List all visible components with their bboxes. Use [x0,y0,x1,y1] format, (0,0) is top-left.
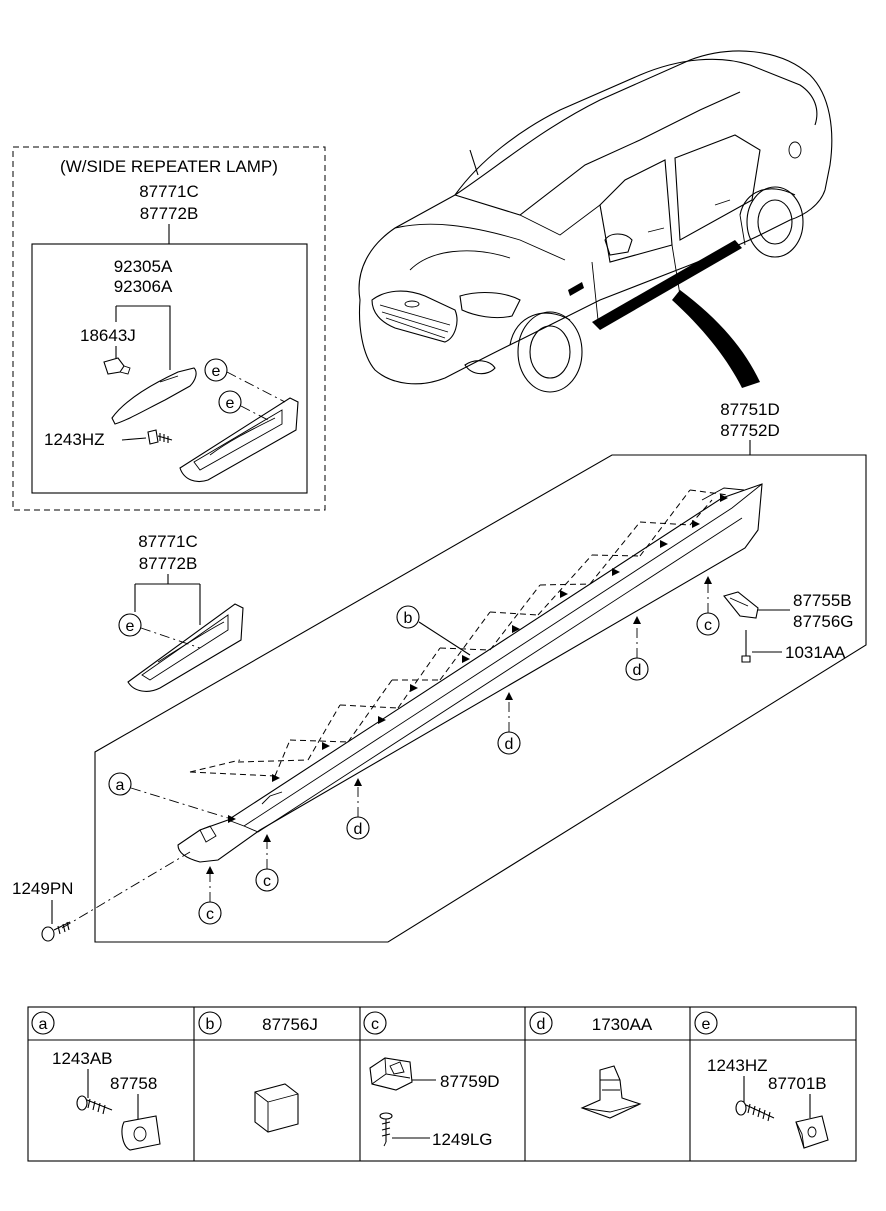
repeater-assembly-part-2: 87772B [140,204,199,223]
garnish-part-1: 87771C [138,532,198,551]
garnish-part-2: 87772B [139,554,198,573]
ref-d-1: d [633,662,642,679]
legend-a-label-2: 87758 [110,1074,157,1093]
side-sill-part-2: 87752D [720,421,780,440]
legend-e-label-2: 87701B [768,1074,827,1093]
legend-cell-d: d 1730AA [529,1011,653,1119]
garnish-group: 87771C 87772B e [118,532,244,692]
ref-d-2: d [505,736,514,753]
clip-arrows [228,494,728,823]
legend-c-label-1: 87759D [440,1072,500,1091]
front-screw-part: 1249PN [12,879,73,898]
legend-ref-e: e [702,1016,711,1033]
legend-d-clip [580,1065,642,1119]
ref-c-2: c [263,873,271,890]
legend-c-screw [379,1112,393,1147]
legend-a-clip [121,1115,161,1151]
repeater-assembly-part-1: 87771C [139,182,199,201]
legend-cell-a: a 1243AB 87758 [31,1011,161,1151]
ref-b: b [404,610,413,627]
legend-ref-c: c [371,1016,379,1033]
clip-ref-e-1: e [212,363,221,380]
ref-a: a [116,777,125,794]
lamp-part-1: 92305A [114,257,173,276]
legend-e-clip [795,1115,829,1149]
side-sill-shape [177,483,763,863]
end-cap-part-1: 87755B [793,591,852,610]
ref-d-3: d [354,821,363,838]
legend-b-clip [254,1083,299,1133]
ref-c-1: c [704,617,712,634]
legend-a-screw [76,1095,113,1115]
legend-c-clip [369,1057,413,1091]
car-illustration [358,50,833,393]
legend-ref-b: b [206,1016,215,1033]
repeater-lamp-box: (W/SIDE REPEATER LAMP) 87771C 87772B 923… [12,146,326,511]
repeater-box-title: (W/SIDE REPEATER LAMP) [60,157,278,176]
legend-table: a 1243AB 87758 b 87756J [27,1006,857,1162]
screw-shape [147,429,173,445]
legend-ref-d: d [537,1016,546,1033]
front-screw-shape [41,921,71,942]
legend-ref-a: a [39,1016,48,1033]
lamp-shape [111,367,197,425]
legend-cell-b: b 87756J [198,1011,318,1133]
repeater-garnish-shape [179,397,299,483]
lamp-screw-part: 1243HZ [44,430,104,449]
legend-e-screw [735,1100,775,1122]
end-cap-screw-part: 1031AA [785,643,846,662]
lamp-part-2: 92306A [114,277,173,296]
clip-ref-e-2: e [226,395,235,412]
garnish-shape [127,603,244,692]
legend-b-part: 87756J [262,1015,318,1034]
legend-d-part: 1730AA [592,1015,653,1034]
end-cap-screw-shape [741,630,751,663]
legend-cell-e: e 1243HZ 87701B [694,1011,829,1149]
end-cap-shape [723,591,759,619]
legend-e-label-1: 1243HZ [707,1056,767,1075]
ref-c-3: c [206,906,214,923]
legend-a-label-1: 1243AB [52,1049,113,1068]
garnish-clip-ref-e: e [126,618,135,635]
end-cap-part-2: 87756G [793,612,854,631]
bulb-part: 18643J [80,326,136,345]
side-sill-part-1: 87751D [720,400,780,419]
bulb-shape [103,357,131,375]
side-sill-group: 87751D 87752D [12,400,867,943]
clip-lines [189,489,729,777]
legend-cell-c: c 87759D 1249LG [363,1011,500,1149]
legend-c-label-2: 1249LG [432,1130,493,1149]
